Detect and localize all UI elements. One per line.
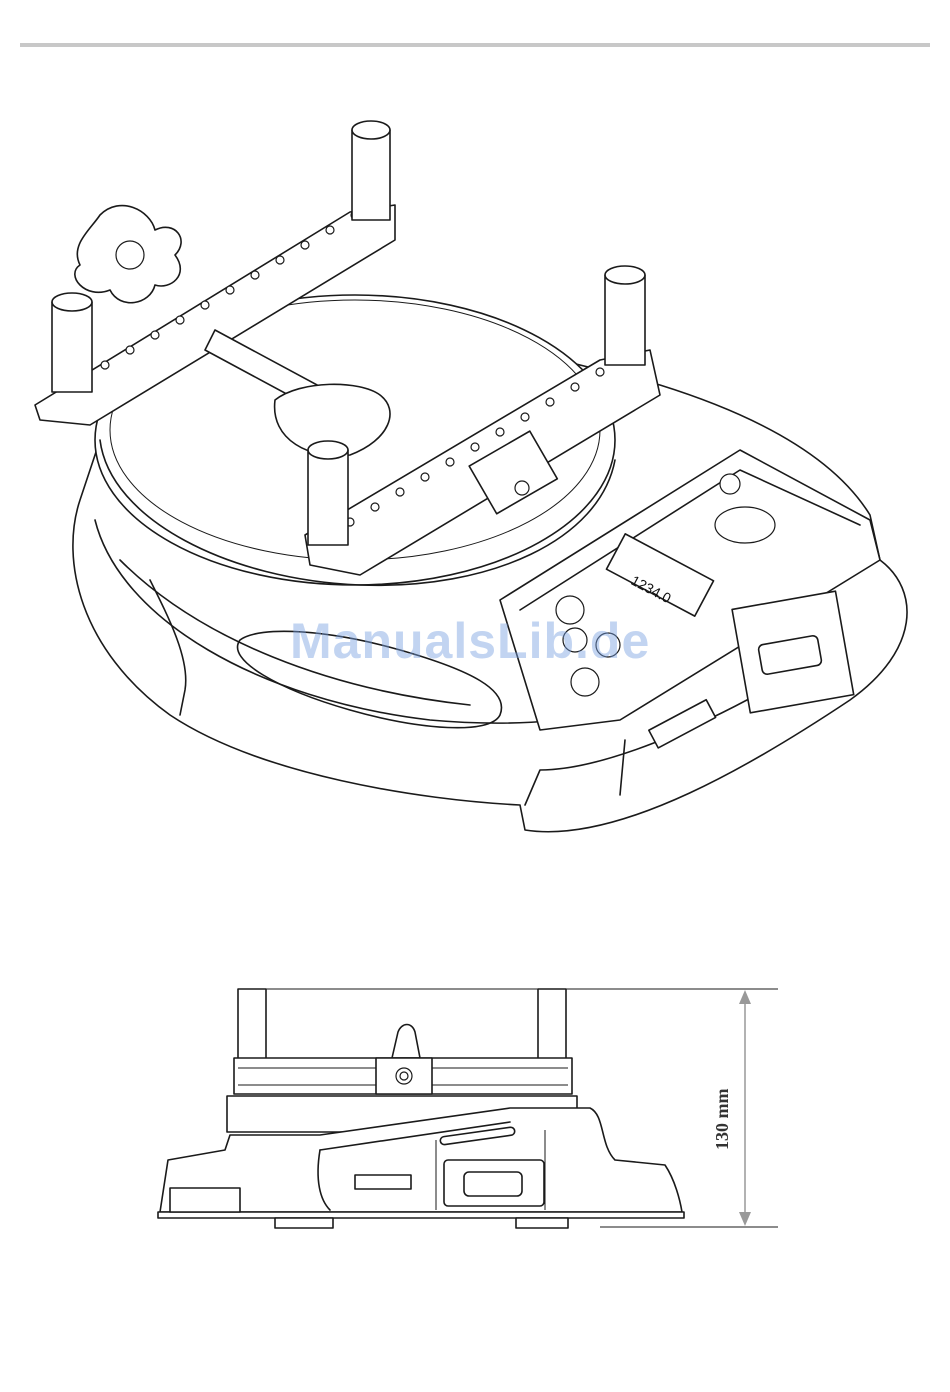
side-foot-left xyxy=(275,1218,333,1228)
side-label-slot xyxy=(355,1175,411,1189)
side-bottom-plate xyxy=(158,1212,684,1218)
side-post-right xyxy=(538,989,566,1059)
side-knob xyxy=(392,1025,420,1059)
side-foot-right xyxy=(516,1218,568,1228)
dimension-label-130mm: 130 mm xyxy=(712,1089,733,1151)
side-grip-left xyxy=(170,1188,240,1212)
dimension-arrow xyxy=(739,990,751,1226)
side-serial-connector xyxy=(464,1172,522,1196)
side-post-left xyxy=(238,989,266,1059)
